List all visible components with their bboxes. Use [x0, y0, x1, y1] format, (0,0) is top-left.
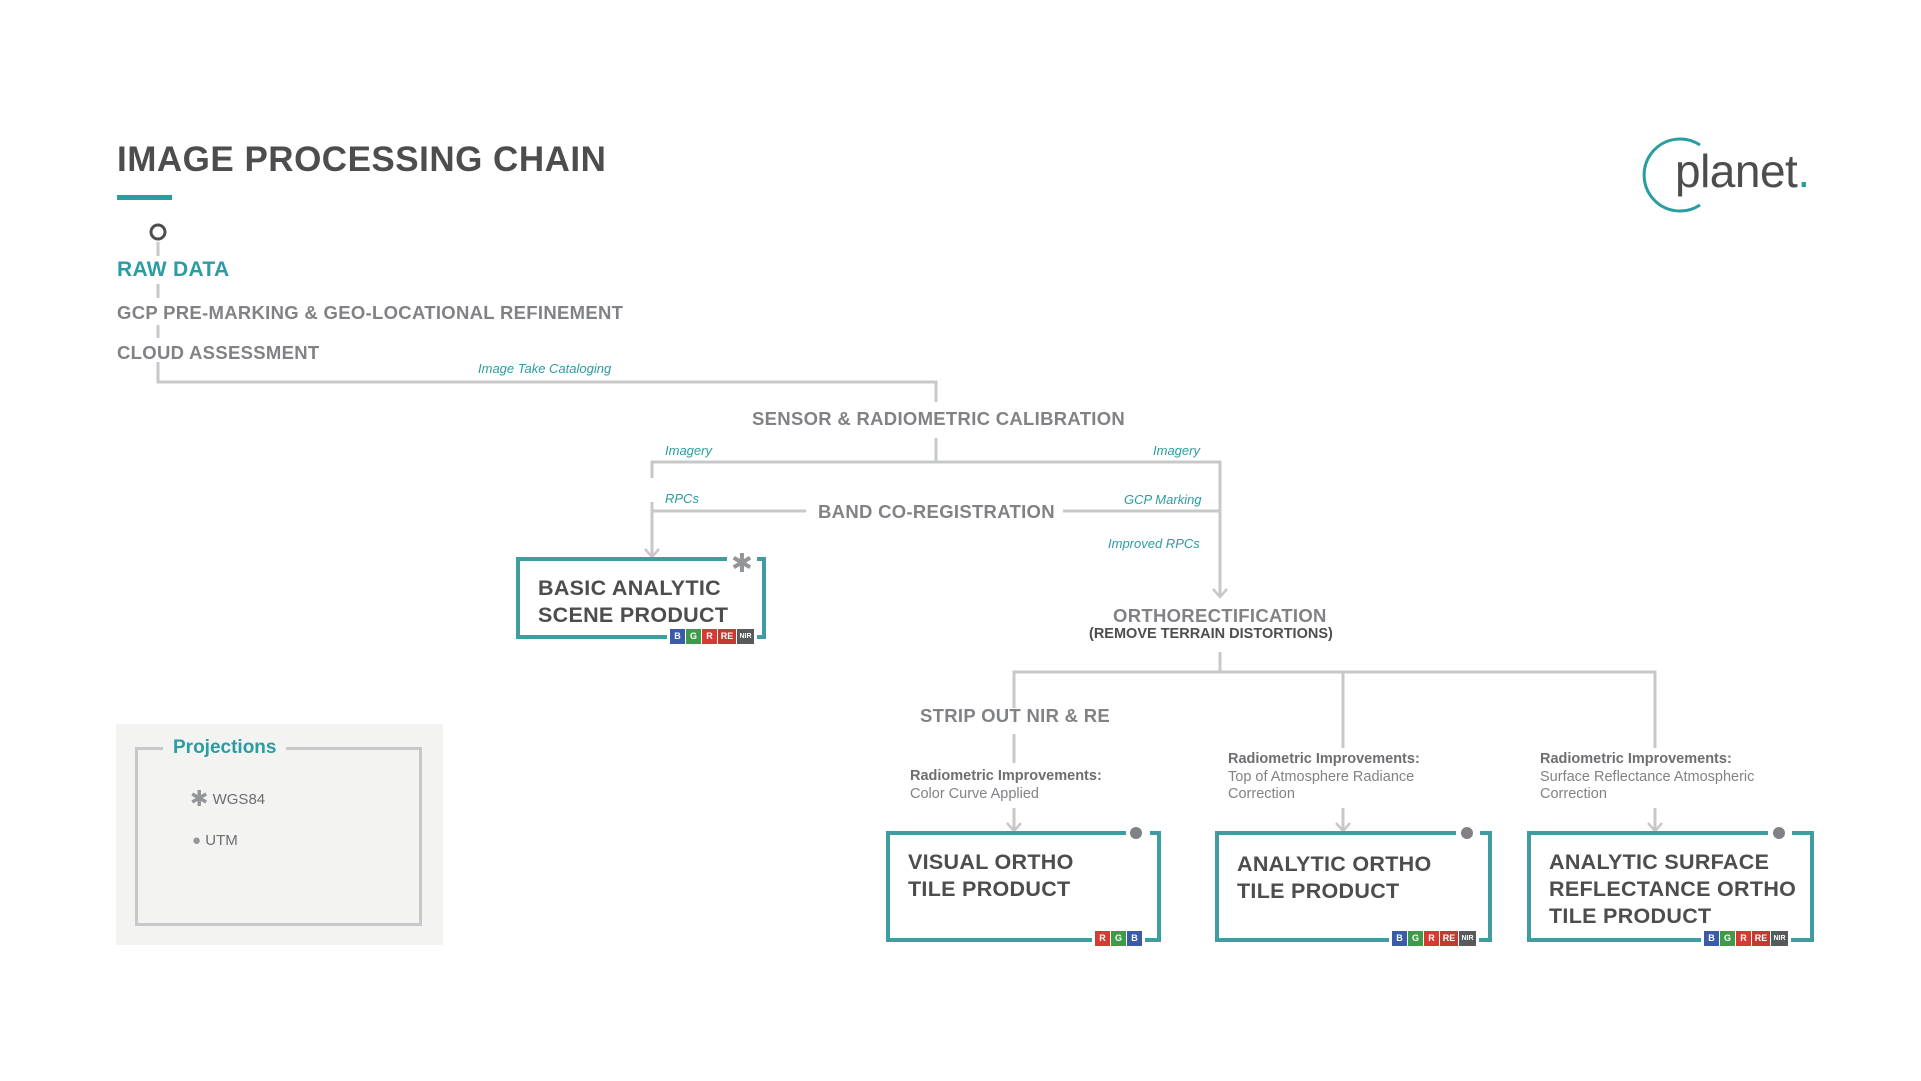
band-strip: B G R RE NIR — [667, 629, 757, 644]
band-re: RE — [718, 629, 736, 644]
legend-item-label: WGS84 — [212, 791, 266, 808]
gcp-marking-label: GCP Marking — [1124, 492, 1202, 507]
improvement-heading: Radiometric Improvements: — [1228, 751, 1420, 767]
imagery-right-label: Imagery — [1153, 443, 1200, 458]
product-title: BASIC ANALYTIC SCENE PRODUCT — [538, 575, 728, 629]
improvement-analytic: Radiometric Improvements: Top of Atmosph… — [1228, 751, 1420, 804]
band-coregistration-step: BAND CO-REGISTRATION — [818, 501, 1055, 522]
band-nir: NIR — [1459, 931, 1476, 946]
utm-marker-icon — [1461, 827, 1473, 839]
legend-item-wgs84: ✱ WGS84 — [190, 786, 265, 812]
rpcs-label: RPCs — [665, 491, 699, 506]
sensor-calibration-step: SENSOR & RADIOMETRIC CALIBRATION — [752, 408, 1126, 429]
dot-icon: ● — [192, 832, 202, 849]
improvement-line: Color Curve Applied — [910, 785, 1039, 802]
analytic-surface-reflectance-ortho-tile-product: ANALYTIC SURFACE REFLECTANCE ORTHO TILE … — [1527, 831, 1814, 942]
product-title: VISUAL ORTHO TILE PRODUCT — [908, 849, 1074, 903]
band-b: B — [1704, 931, 1719, 946]
legend-title: Projections — [163, 737, 287, 759]
band-b: B — [670, 629, 685, 644]
product-title: ANALYTIC ORTHO TILE PRODUCT — [1237, 851, 1432, 905]
image-take-cataloging-label: Image Take Cataloging — [478, 361, 612, 376]
improvement-surface-reflectance: Radiometric Improvements: Surface Reflec… — [1540, 751, 1754, 804]
improvement-line: Correction — [1540, 786, 1607, 802]
band-re: RE — [1752, 931, 1770, 946]
band-b: B — [1392, 931, 1407, 946]
improvement-heading: Radiometric Improvements: — [910, 768, 1102, 784]
product-title-line: VISUAL ORTHO — [908, 850, 1074, 874]
legend-item-utm: ● UTM — [192, 832, 238, 849]
utm-marker-icon — [1130, 827, 1142, 839]
legend-item-label: UTM — [205, 832, 238, 849]
utm-marker-icon — [1773, 827, 1785, 839]
band-r: R — [1095, 931, 1110, 946]
product-title: ANALYTIC SURFACE REFLECTANCE ORTHO TILE … — [1549, 849, 1796, 930]
logo-text: planet — [1675, 145, 1798, 197]
band-g: G — [1720, 931, 1735, 946]
orthorectification-step: ORTHORECTIFICATION — [1113, 605, 1327, 626]
cloud-assessment-step: CLOUD ASSESSMENT — [117, 342, 320, 363]
product-title-line: REFLECTANCE ORTHO — [1549, 877, 1797, 901]
product-title-line: ANALYTIC ORTHO — [1237, 852, 1432, 876]
product-title-line: TILE PRODUCT — [908, 877, 1071, 901]
band-re: RE — [1440, 931, 1458, 946]
band-strip: B G R RE NIR — [1389, 931, 1479, 946]
start-node-icon — [149, 223, 167, 241]
improvement-heading: Radiometric Improvements: — [1540, 751, 1732, 767]
band-r: R — [702, 629, 717, 644]
visual-ortho-tile-product: VISUAL ORTHO TILE PRODUCT — [886, 831, 1161, 942]
product-title-line: TILE PRODUCT — [1549, 904, 1712, 928]
band-strip: R G B — [1092, 931, 1145, 946]
improvement-visual: Radiometric Improvements: Color Curve Ap… — [910, 768, 1102, 803]
logo-dot: . — [1797, 145, 1810, 197]
product-title-line: ANALYTIC SURFACE — [1549, 850, 1770, 874]
strip-out-step: STRIP OUT NIR & RE — [920, 705, 1111, 726]
band-b: B — [1127, 931, 1142, 946]
title-underline — [117, 195, 172, 200]
analytic-ortho-tile-product: ANALYTIC ORTHO TILE PRODUCT — [1215, 831, 1492, 942]
band-r: R — [1736, 931, 1751, 946]
product-title-line: TILE PRODUCT — [1237, 879, 1400, 903]
logo-ring-icon — [1642, 137, 1701, 213]
improvement-line: Top of Atmosphere Radiance — [1228, 768, 1415, 785]
page-title: IMAGE PROCESSING CHAIN — [117, 140, 607, 179]
improvement-line: Surface Reflectance Atmospheric — [1540, 768, 1755, 785]
product-title-line: SCENE PRODUCT — [538, 603, 729, 627]
imagery-left-label: Imagery — [665, 443, 712, 458]
band-strip: B G R RE NIR — [1701, 931, 1791, 946]
improvement-line: Correction — [1228, 786, 1295, 802]
raw-data-label: RAW DATA — [117, 258, 230, 281]
band-nir: NIR — [1771, 931, 1788, 946]
band-g: G — [1111, 931, 1126, 946]
band-r: R — [1424, 931, 1439, 946]
orthorectification-subtitle: (REMOVE TERRAIN DISTORTIONS) — [1089, 626, 1333, 642]
band-g: G — [686, 629, 701, 644]
planet-logo: planet. — [1675, 144, 1810, 198]
asterisk-icon: ✱ — [190, 786, 209, 811]
gcp-premarking-step: GCP PRE-MARKING & GEO-LOCATIONAL REFINEM… — [117, 302, 624, 323]
band-g: G — [1408, 931, 1423, 946]
product-title-line: BASIC ANALYTIC — [538, 576, 721, 600]
wgs84-marker-icon: ✱ — [727, 550, 757, 576]
improved-rpcs-label: Improved RPCs — [1108, 536, 1200, 551]
legend-frame — [135, 747, 422, 926]
projections-legend — [116, 724, 443, 945]
basic-analytic-scene-product: BASIC ANALYTIC SCENE PRODUCT — [516, 557, 766, 639]
band-nir: NIR — [737, 629, 754, 644]
